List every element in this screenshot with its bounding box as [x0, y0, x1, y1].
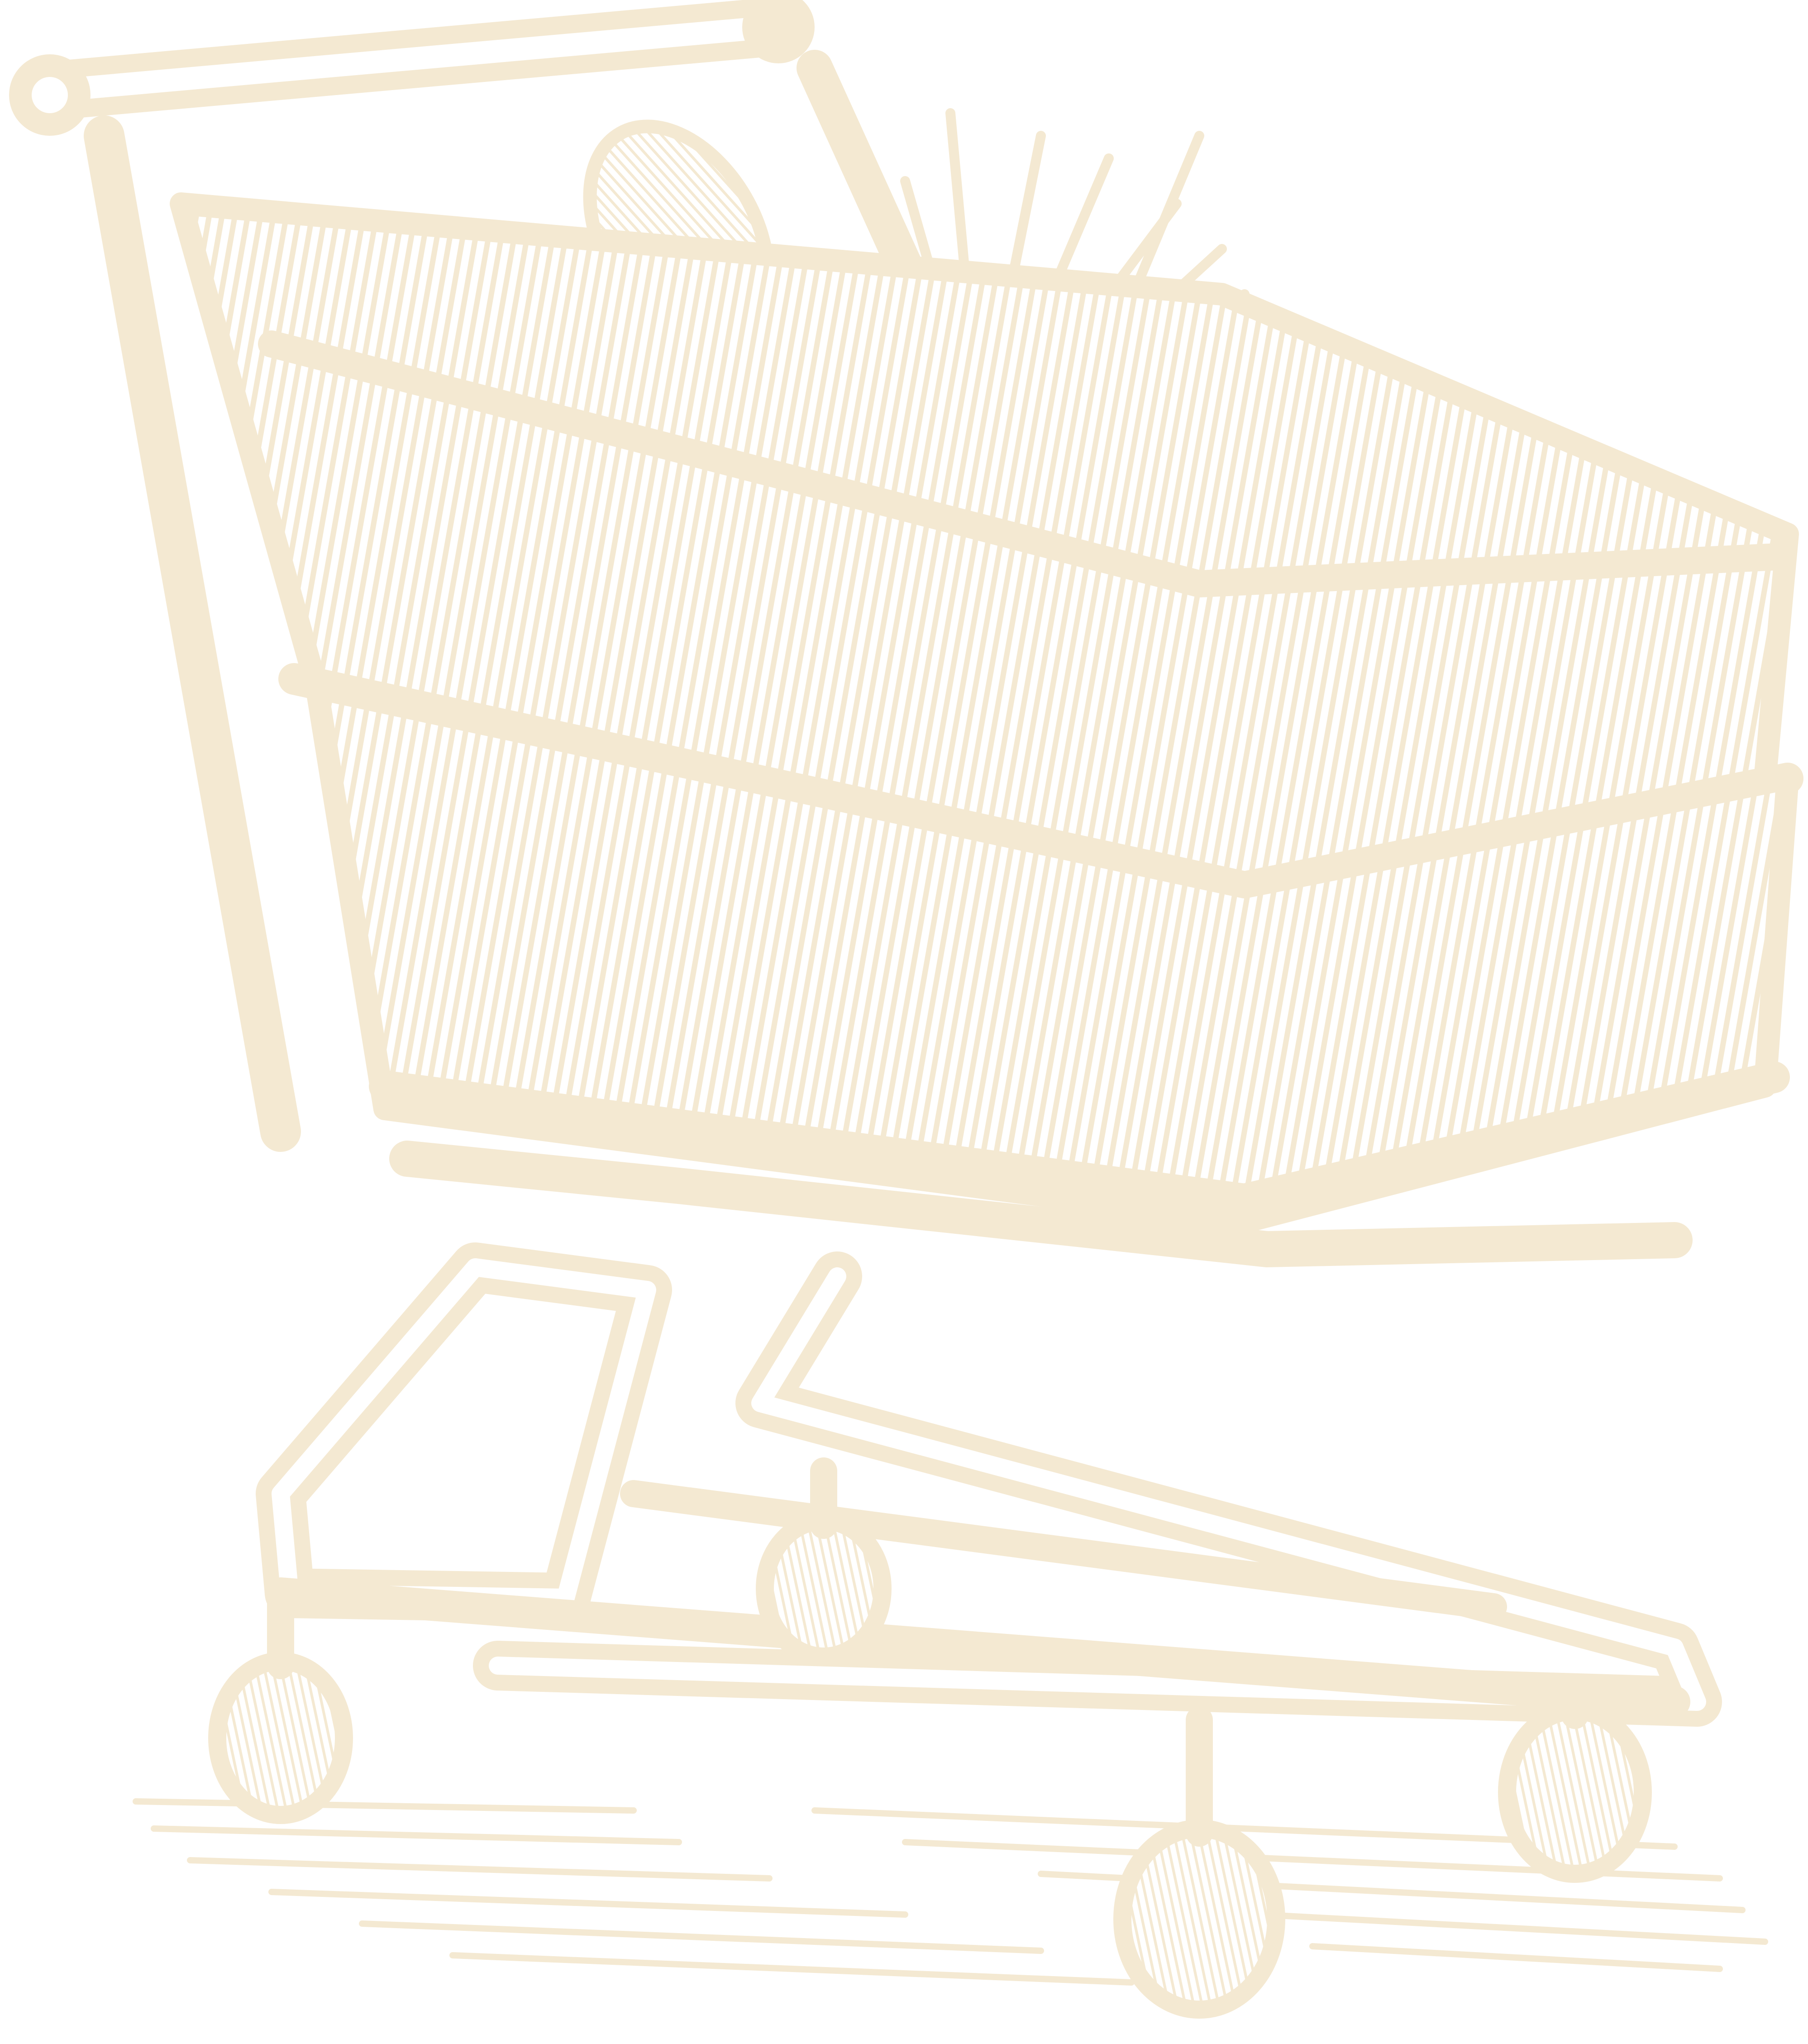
cart-wheels	[208, 1512, 1652, 2019]
cart-handle	[9, 0, 946, 1152]
wheel-forks	[267, 1457, 1589, 1847]
cart-chassis	[256, 1242, 1722, 1727]
cart-basket-lower	[305, 677, 1799, 1268]
floor-shadow	[133, 1798, 1768, 1986]
